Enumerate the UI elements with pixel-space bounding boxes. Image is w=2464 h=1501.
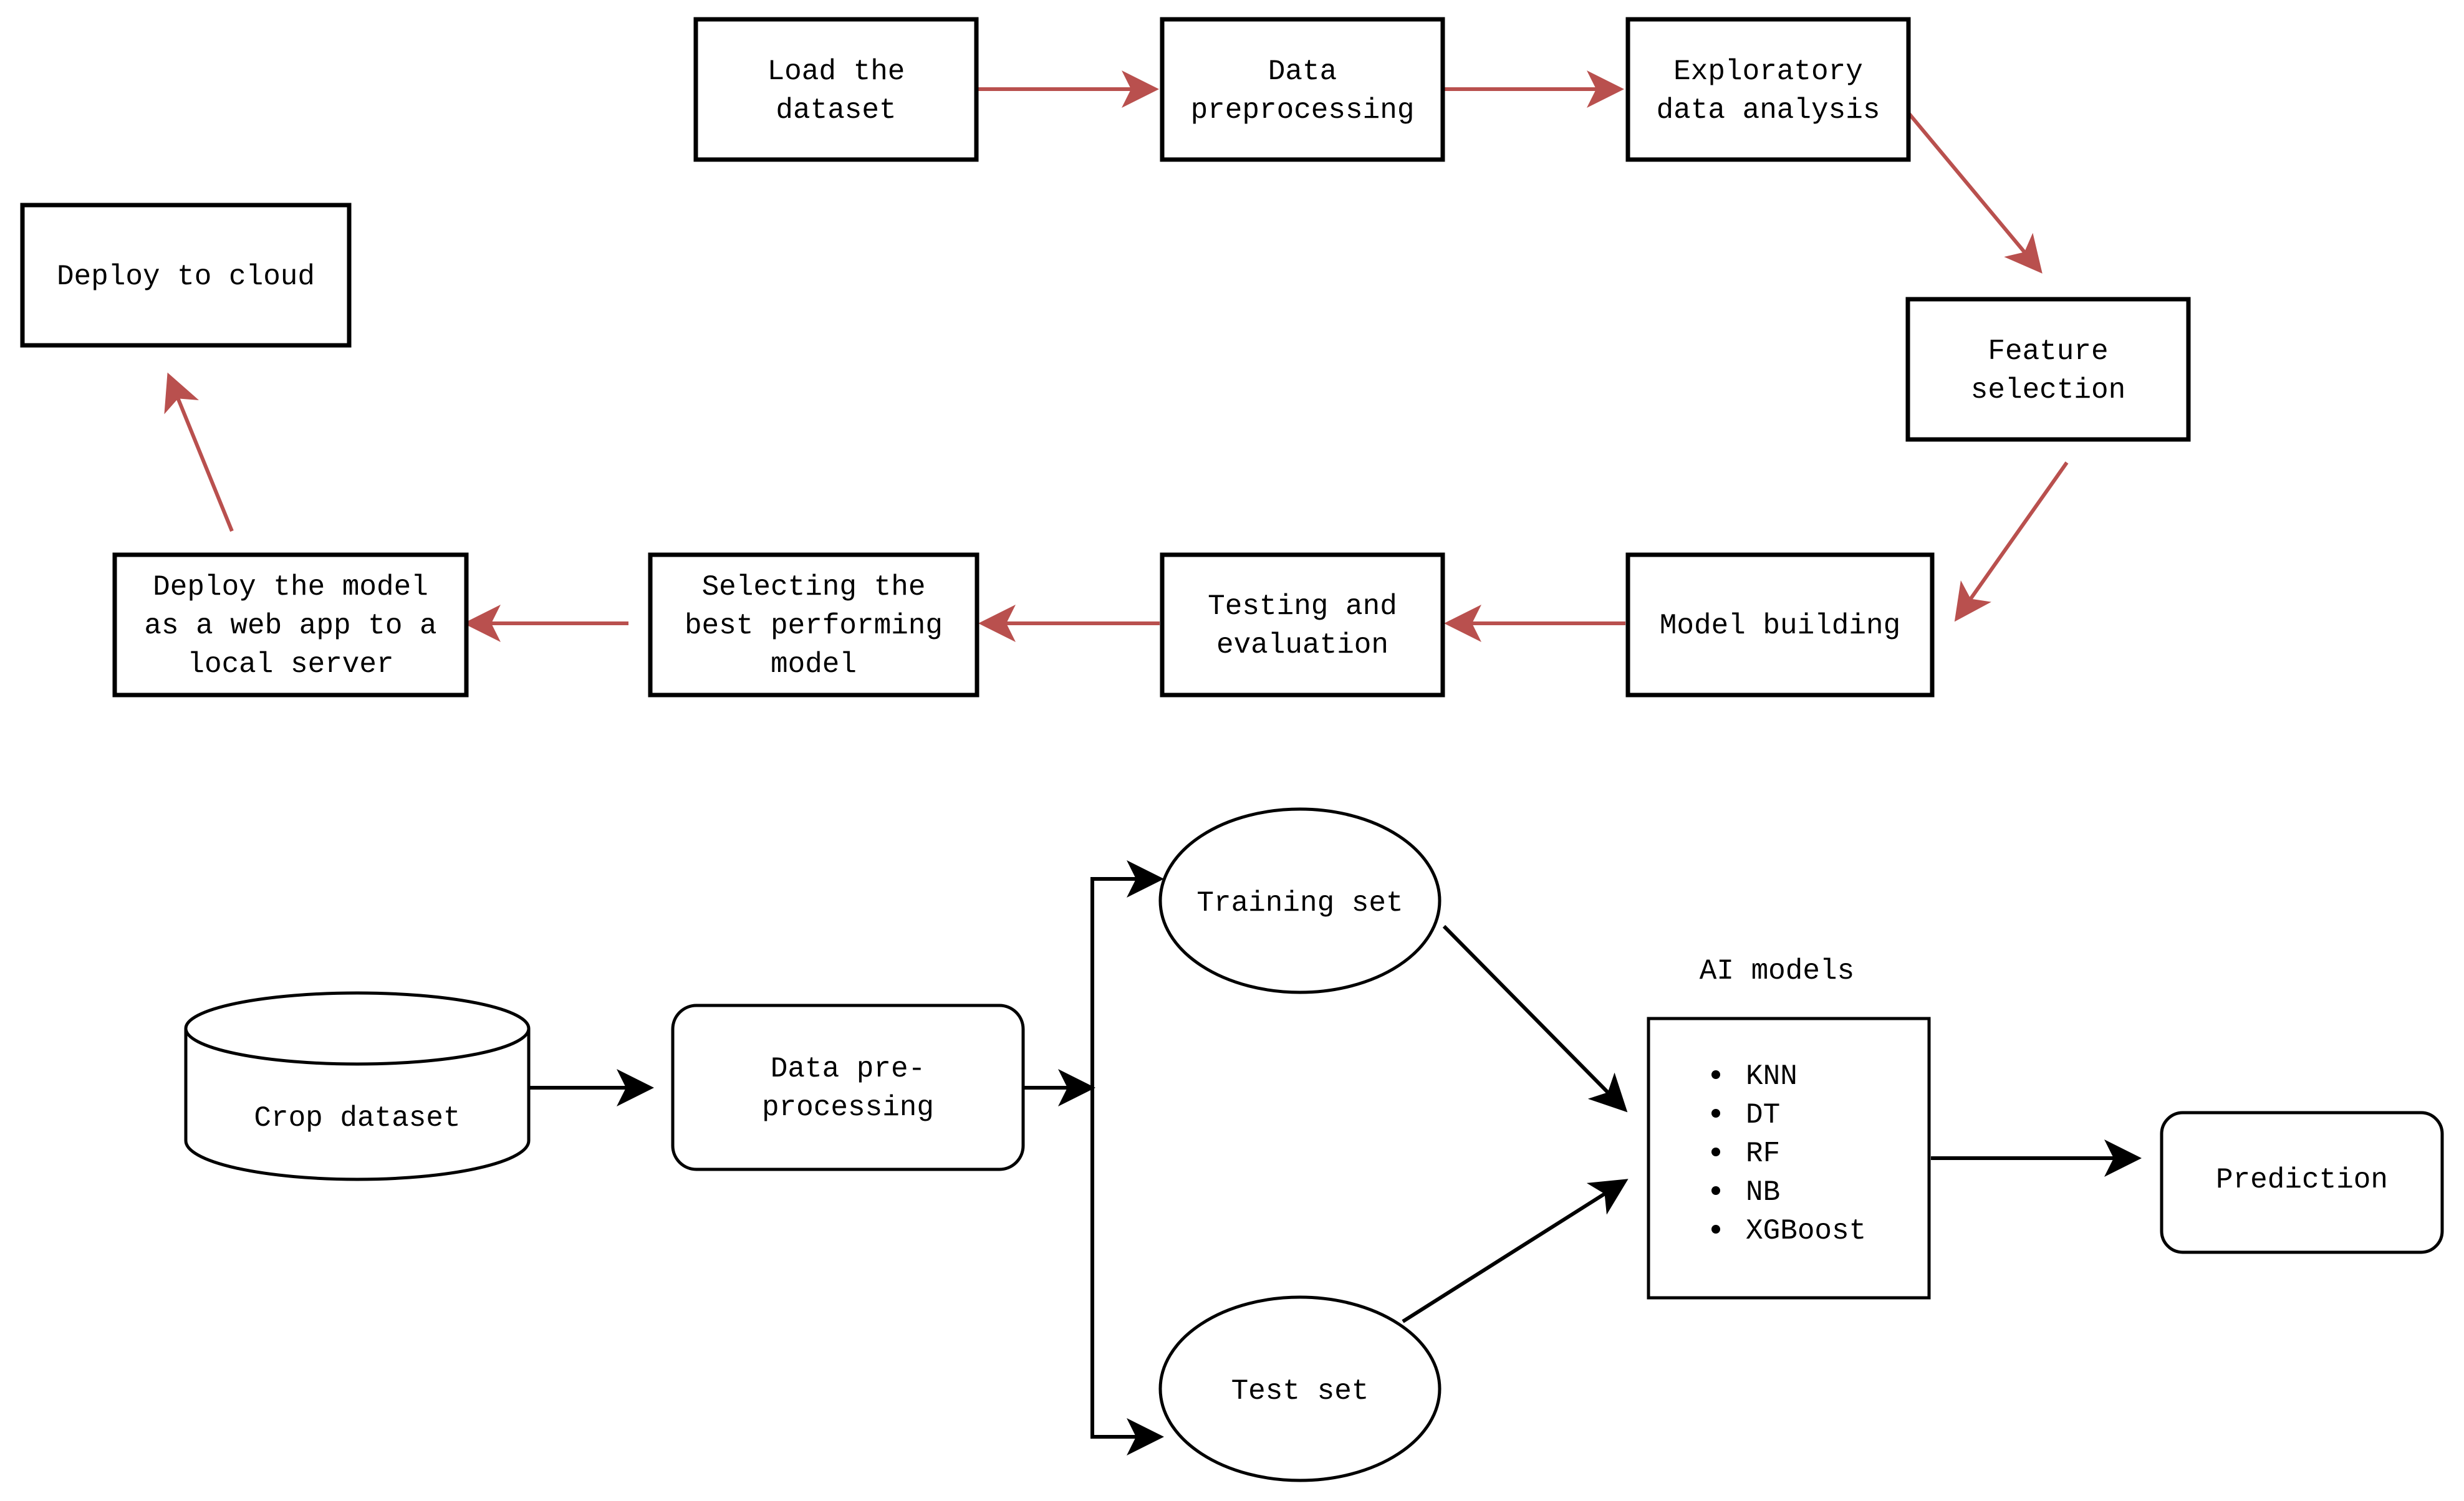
workflow-boxes: Load the dataset Data preprocessing Expl…	[20, 17, 2191, 698]
node-data-preprocessing-line1: Data	[1268, 55, 1337, 88]
node-training-set: Training set	[1158, 807, 1441, 994]
node-data-preprocessing: Data preprocessing	[1160, 17, 1445, 162]
arrow-training-to-models	[1442, 924, 1628, 1113]
bullet-icon	[1711, 1225, 1720, 1234]
arrow-test-to-models	[1402, 1179, 1629, 1323]
node-testing-line2: evaluation	[1216, 629, 1388, 661]
node-eda-line1: Exploratory	[1673, 55, 1863, 88]
node-load-dataset-line1: Load the	[768, 55, 905, 88]
node-data-pre-processing-line1: Data pre-	[771, 1053, 925, 1085]
node-deploy-cloud-line1: Deploy to cloud	[57, 261, 315, 293]
database-cylinder-icon	[184, 1029, 531, 1181]
node-deploy-local-line1: Deploy the model	[153, 571, 428, 603]
node-selecting-line2: best performing	[685, 610, 943, 642]
node-model-building-line1: Model building	[1660, 610, 1900, 642]
node-test-set: Test set	[1158, 1295, 1441, 1482]
pipeline-nodes: Crop dataset Data pre- processing Traini…	[184, 807, 2444, 1482]
arrow-feature-to-model-building	[1954, 461, 2069, 622]
node-selecting-best-model: Selecting the best performing model	[648, 552, 979, 698]
node-prediction: Prediction	[2160, 1111, 2444, 1254]
node-testing-line1: Testing and	[1208, 590, 1397, 623]
arrow-eda-to-feature	[1906, 111, 2043, 274]
bullet-icon	[1711, 1186, 1720, 1195]
node-training-set-label: Training set	[1196, 887, 1403, 919]
node-model-building: Model building	[1625, 552, 1935, 698]
ai-model-item: RF	[1746, 1138, 1780, 1170]
node-selecting-line3: model	[771, 648, 857, 681]
node-selecting-line1: Selecting the	[702, 571, 926, 603]
node-deploy-local-line2: as a web app to a	[144, 610, 436, 642]
bullet-icon	[1711, 1148, 1720, 1156]
node-deploy-local-server: Deploy the model as a web app to a local…	[112, 552, 469, 698]
node-crop-dataset: Crop dataset	[184, 991, 531, 1181]
ai-model-item: NB	[1746, 1176, 1780, 1209]
node-data-pre-processing-line2: processing	[762, 1091, 934, 1124]
node-data-pre-processing: Data pre- processing	[671, 1004, 1025, 1171]
bullet-icon	[1711, 1109, 1720, 1118]
ai-models-list: KNN DT RF NB XGBoost	[1711, 1060, 1866, 1247]
ai-model-item: KNN	[1746, 1060, 1797, 1093]
node-prediction-label: Prediction	[2216, 1164, 2388, 1196]
node-load-dataset: Load the dataset	[693, 17, 979, 162]
node-feature-selection-line1: Feature	[1988, 335, 2108, 368]
node-deploy-local-line3: local server	[187, 648, 393, 681]
node-crop-dataset-label: Crop dataset	[254, 1102, 460, 1134]
node-eda-line2: data analysis	[1657, 94, 1880, 127]
node-load-dataset-line2: dataset	[776, 94, 896, 127]
arrow-deploy-local-to-cloud	[164, 372, 234, 532]
pipeline-arrows	[530, 860, 2142, 1455]
node-feature-selection-line2: selection	[1971, 374, 2125, 406]
node-data-preprocessing-line2: preprocessing	[1191, 94, 1415, 127]
ai-model-item: XGBoost	[1746, 1215, 1866, 1247]
node-test-set-label: Test set	[1231, 1375, 1369, 1407]
node-testing-evaluation: Testing and evaluation	[1160, 552, 1445, 698]
ai-models-title: AI models	[1700, 955, 1854, 987]
node-feature-selection: Feature selection	[1905, 297, 2191, 442]
ai-model-item: DT	[1746, 1099, 1780, 1131]
node-exploratory-data-analysis: Exploratory data analysis	[1625, 17, 1911, 162]
node-ai-models: AI models KNN DT RF NB XGBoost	[1647, 955, 1931, 1300]
bullet-icon	[1711, 1070, 1720, 1079]
workflow-arrows	[164, 70, 2069, 642]
node-deploy-cloud: Deploy to cloud	[20, 203, 352, 348]
